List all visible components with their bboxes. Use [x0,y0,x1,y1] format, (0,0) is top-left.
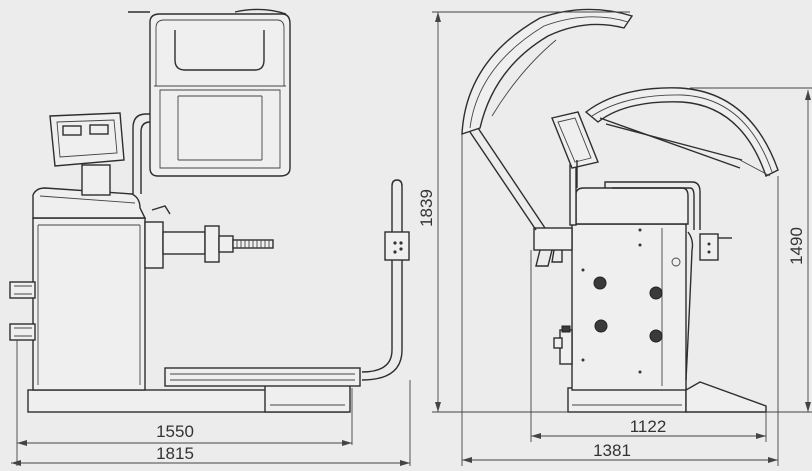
side-hood [149,13,291,177]
front-monitor [551,111,599,169]
side-flange [144,221,164,269]
front-monitor-post [569,164,577,226]
side-shaft-collar [204,225,220,263]
front-knob-4 [649,329,663,343]
front-hood-open [461,8,634,135]
dim-label-1490: 1490 [787,227,806,265]
left-dimensions: 1550 1815 [11,340,411,466]
side-hook-upper [9,281,36,299]
side-monitor-post [81,164,111,196]
side-cabinet [32,217,146,391]
dim-label-1815: 1815 [156,444,194,463]
front-ramp [685,381,767,413]
front-knob-1 [593,276,607,290]
side-shaft-hub [162,231,206,255]
front-knob-3 [594,319,608,333]
front-cabinet [571,223,687,391]
side-cabinet-top [32,187,147,219]
side-sonar-box [384,231,410,261]
dim-label-1381: 1381 [593,441,631,460]
dim-label-1550: 1550 [156,422,194,441]
dim-label-1122: 1122 [630,417,667,436]
side-hook-lower [9,323,36,341]
front-view [461,8,779,413]
side-view [9,8,410,413]
side-shaft-nut [218,235,234,253]
side-base-step [264,383,351,413]
side-platform [164,367,361,387]
right-dimensions: 1839 1490 1122 1381 [417,11,812,466]
front-flange [533,227,573,251]
front-base [567,387,687,413]
front-knob-2 [649,286,663,300]
front-hood-closed [584,87,779,177]
front-sonar-box [699,233,719,261]
dim-label-1839: 1839 [417,189,436,227]
front-cabinet-top [575,187,689,225]
